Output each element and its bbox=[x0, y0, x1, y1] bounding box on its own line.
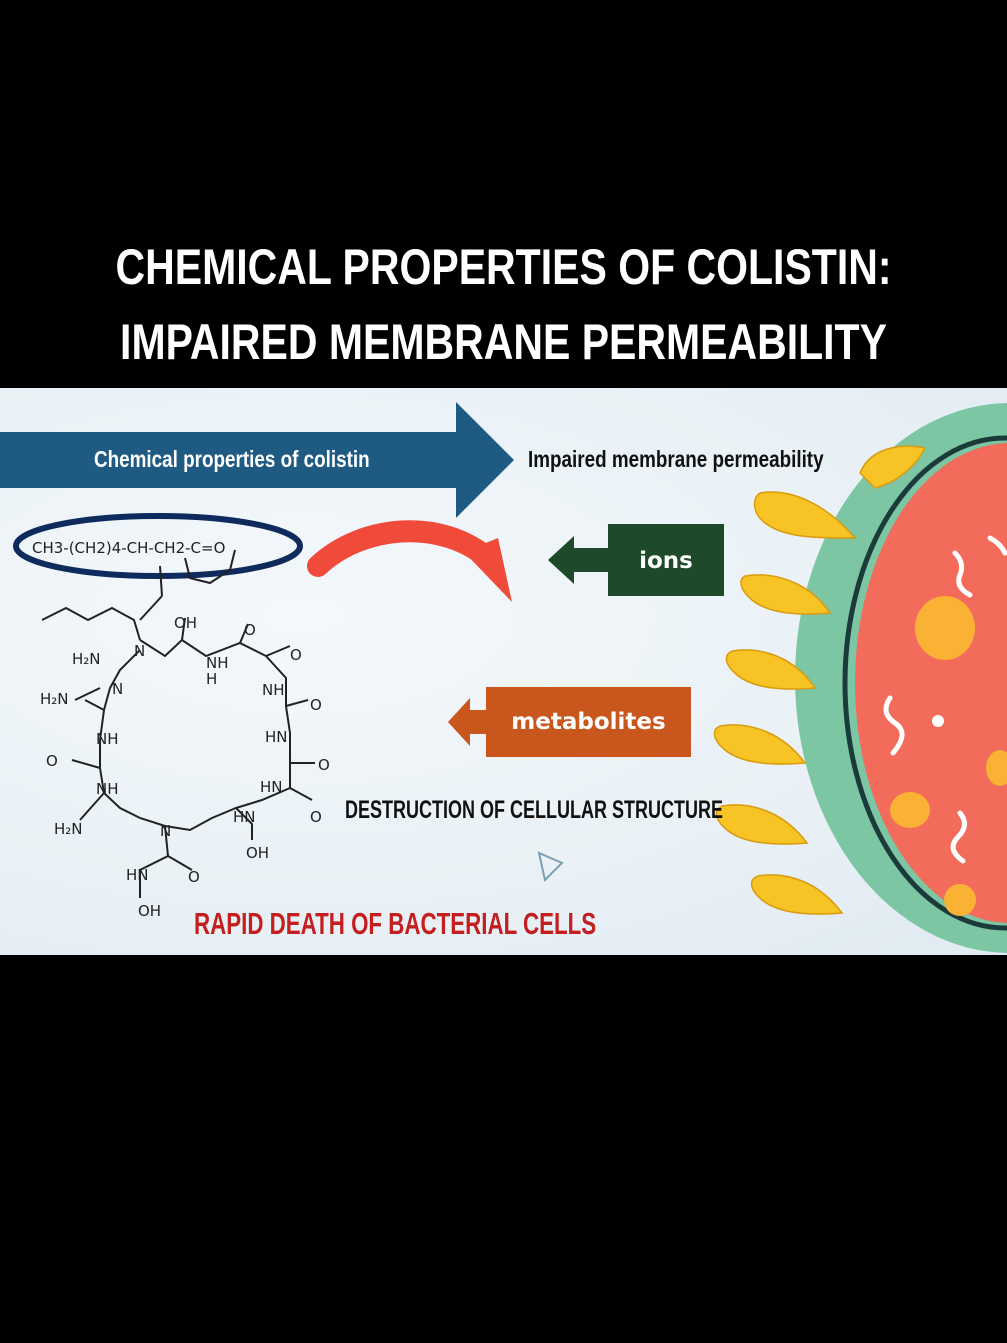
bacterium-membrane bbox=[842, 435, 1007, 931]
big-blue-arrow bbox=[0, 402, 514, 518]
atom-label: HN bbox=[126, 866, 149, 884]
spike bbox=[713, 724, 807, 765]
spike bbox=[715, 804, 809, 845]
atom-label: N bbox=[134, 642, 145, 660]
arrow-label: Chemical properties of colistin bbox=[94, 446, 370, 472]
spike bbox=[753, 491, 857, 539]
diagram-graphics: OH O O H₂N N NH H N NH H₂N O NH HN O O N… bbox=[0, 402, 1007, 953]
atom-label: O bbox=[310, 696, 322, 714]
diagram-panel: OH O O H₂N N NH H N NH H₂N O NH HN O O N… bbox=[0, 388, 1007, 955]
metabolites-label: metabolites bbox=[511, 709, 666, 735]
spike bbox=[750, 874, 844, 915]
red-arrowhead bbox=[464, 538, 512, 602]
organelle bbox=[890, 792, 930, 828]
dna-strand bbox=[883, 695, 905, 756]
atom-label: H₂N bbox=[40, 690, 69, 708]
metabolites-box bbox=[486, 687, 691, 757]
headline-line-1: CHEMICAL PROPERTIES OF COLISTIN: bbox=[115, 239, 892, 295]
atom-label: NH bbox=[96, 730, 119, 748]
spike bbox=[740, 574, 832, 615]
ions-arrow bbox=[548, 536, 608, 584]
atom-label: HN bbox=[233, 808, 256, 826]
headline-line-2: IMPAIRED MEMBRANE PERMEABILITY bbox=[120, 314, 887, 370]
atom-label: OH bbox=[246, 844, 269, 862]
spike bbox=[859, 445, 927, 489]
atom-label: NH bbox=[262, 681, 285, 699]
side-chain bbox=[184, 549, 236, 585]
dna-strand bbox=[987, 535, 1007, 556]
atom-label: OH bbox=[174, 614, 197, 632]
colistin-structure bbox=[41, 549, 315, 898]
cursor-icon bbox=[537, 851, 564, 882]
atom-label: N bbox=[112, 680, 123, 698]
atom-label: O bbox=[244, 621, 256, 639]
destruction-label: DESTRUCTION OF CELLULAR STRUCTURE bbox=[345, 796, 723, 824]
atom-label: O bbox=[46, 752, 58, 770]
atom-label: H₂N bbox=[54, 820, 83, 838]
dna-strand bbox=[952, 550, 973, 598]
atom-label: H₂N bbox=[72, 650, 101, 668]
atom-label: H bbox=[206, 670, 217, 688]
bacterium-illustration bbox=[713, 403, 1007, 953]
spikes bbox=[713, 445, 927, 915]
atom-label: O bbox=[310, 808, 322, 826]
red-curve-arrow bbox=[307, 520, 501, 577]
spike bbox=[725, 649, 817, 690]
ions-label: ions bbox=[639, 548, 693, 574]
metabolites-arrow bbox=[448, 698, 486, 746]
atom-label: HN bbox=[265, 728, 288, 746]
alkyl-chain bbox=[41, 606, 141, 641]
atom-label: N bbox=[160, 822, 171, 840]
atom-label: O bbox=[188, 868, 200, 886]
organelle bbox=[915, 596, 975, 660]
formula-ellipse bbox=[13, 513, 303, 579]
atom-label: NH bbox=[96, 780, 119, 798]
ions-box bbox=[608, 524, 724, 596]
atom-label: O bbox=[318, 756, 330, 774]
atom-label: NH bbox=[206, 654, 229, 672]
structure-labels: OH O O H₂N N NH H N NH H₂N O NH HN O O N… bbox=[40, 614, 330, 920]
impaired-label: Impaired membrane permeability bbox=[528, 446, 824, 472]
dot bbox=[932, 715, 944, 727]
organelle bbox=[986, 750, 1007, 786]
atom-label: HN bbox=[260, 778, 283, 796]
atom-label: O bbox=[290, 646, 302, 664]
formula-text: CH3-(CH2)4-CH-CH2-C=O bbox=[32, 539, 225, 557]
organelle bbox=[944, 884, 976, 916]
rapid-death-label: RAPID DEATH OF BACTERIAL CELLS bbox=[194, 906, 597, 941]
dna-strand bbox=[950, 810, 967, 864]
atom-label: OH bbox=[138, 902, 161, 920]
